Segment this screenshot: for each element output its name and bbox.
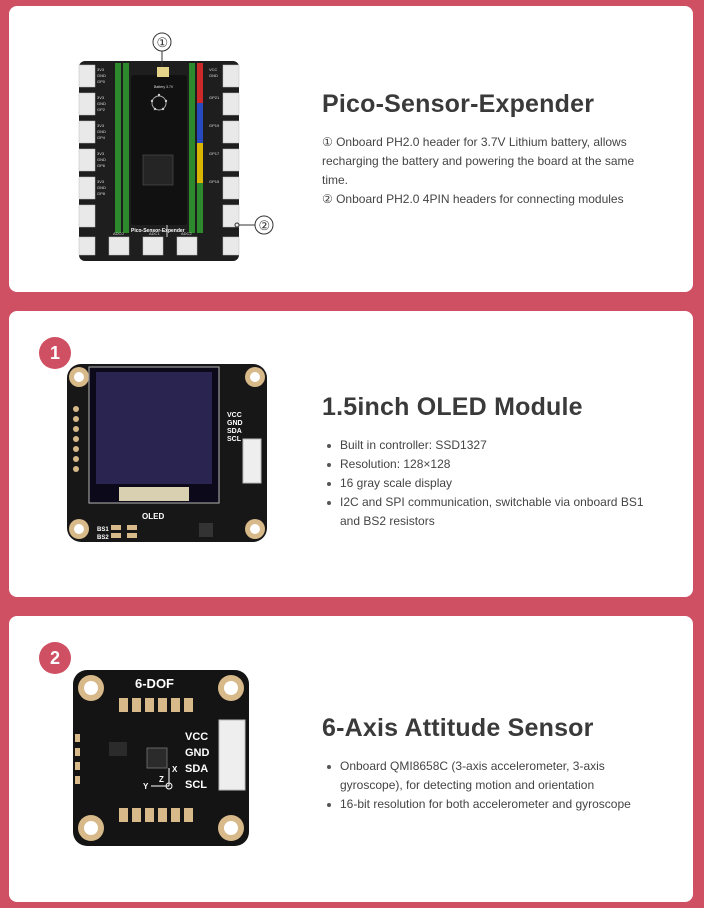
- svg-text:GND: GND: [185, 747, 210, 759]
- six-axis-sensor-image: 6-DOF VCC GND SDA: [39, 668, 279, 848]
- svg-text:3V3: 3V3: [97, 123, 105, 128]
- callout-1: ①: [157, 35, 169, 50]
- list-item: I2C and SPI communication, switchable vi…: [322, 493, 662, 531]
- svg-text:GND: GND: [97, 101, 106, 106]
- svg-text:GND: GND: [97, 73, 106, 78]
- svg-text:GP15: GP15: [209, 179, 220, 184]
- svg-text:SCL: SCL: [185, 779, 207, 791]
- feature-text-2: ② Onboard PH2.0 4PIN headers for connect…: [322, 192, 624, 206]
- svg-text:GP8: GP8: [97, 191, 106, 196]
- oled-module-image: VCC GND SDA SCL OLED BS1 BS2: [39, 359, 279, 559]
- svg-text:3V3: 3V3: [97, 95, 105, 100]
- list-item: Resolution: 128×128: [322, 455, 662, 474]
- svg-text:3V3: 3V3: [97, 151, 105, 156]
- svg-text:GP17: GP17: [209, 151, 220, 156]
- svg-text:X: X: [172, 765, 178, 774]
- svg-text:GP6: GP6: [97, 163, 106, 168]
- svg-text:GP19: GP19: [209, 123, 220, 128]
- svg-text:Y: Y: [143, 782, 149, 791]
- product-card-6-axis-sensor: 2 6-DOF: [9, 616, 693, 902]
- svg-text:BS1: BS1: [97, 527, 109, 533]
- feature-text-1: ① Onboard PH2.0 header for 3.7V Lithium …: [322, 135, 635, 187]
- section-title: Pico-Sensor-Expender: [322, 90, 595, 118]
- battery-label: Battery 3.7V: [154, 85, 174, 89]
- svg-text:3V3: 3V3: [97, 179, 105, 184]
- svg-text:SDA: SDA: [227, 428, 242, 435]
- svg-text:Z: Z: [159, 775, 164, 784]
- svg-text:GND: GND: [209, 73, 218, 78]
- oled-label: OLED: [142, 512, 164, 521]
- svg-text:GP0: GP0: [97, 79, 106, 84]
- feature-list: Onboard QMI8658C (3-axis accelerometer, …: [322, 757, 662, 814]
- number-badge: 2: [39, 642, 71, 674]
- svg-text:VCC: VCC: [185, 731, 208, 743]
- list-item: 16 gray scale display: [322, 474, 662, 493]
- feature-list: Built in controller: SSD1327 Resolution:…: [322, 436, 662, 531]
- svg-text:VCC: VCC: [209, 67, 218, 72]
- svg-text:SCL: SCL: [227, 436, 242, 443]
- svg-text:GP4: GP4: [97, 135, 106, 140]
- svg-text:ADC1: ADC1: [149, 231, 160, 236]
- svg-text:ADC2: ADC2: [181, 231, 192, 236]
- svg-text:GND: GND: [97, 157, 106, 162]
- list-item: Built in controller: SSD1327: [322, 436, 662, 455]
- section-title: 6-Axis Attitude Sensor: [322, 714, 594, 742]
- svg-text:ADC0: ADC0: [113, 231, 124, 236]
- svg-text:GND: GND: [97, 129, 106, 134]
- list-item: 16-bit resolution for both accelerometer…: [322, 795, 662, 814]
- svg-text:GND: GND: [97, 185, 106, 190]
- product-card-oled-module: 1 VCC: [9, 311, 693, 597]
- number-badge: 1: [39, 337, 71, 369]
- svg-text:SDA: SDA: [185, 763, 208, 775]
- svg-text:VCC: VCC: [227, 412, 242, 419]
- svg-text:3V3: 3V3: [97, 67, 105, 72]
- svg-text:GP2: GP2: [97, 107, 106, 112]
- section-title: 1.5inch OLED Module: [322, 393, 583, 421]
- board-label: Pico-Sensor-Expender: [131, 228, 185, 234]
- svg-text:BS2: BS2: [97, 535, 109, 541]
- svg-text:GP21: GP21: [209, 95, 220, 100]
- list-item: Onboard QMI8658C (3-axis accelerometer, …: [322, 757, 662, 795]
- six-dof-label: 6-DOF: [135, 676, 174, 691]
- callout-2: ②: [259, 218, 271, 233]
- svg-text:GND: GND: [227, 420, 243, 427]
